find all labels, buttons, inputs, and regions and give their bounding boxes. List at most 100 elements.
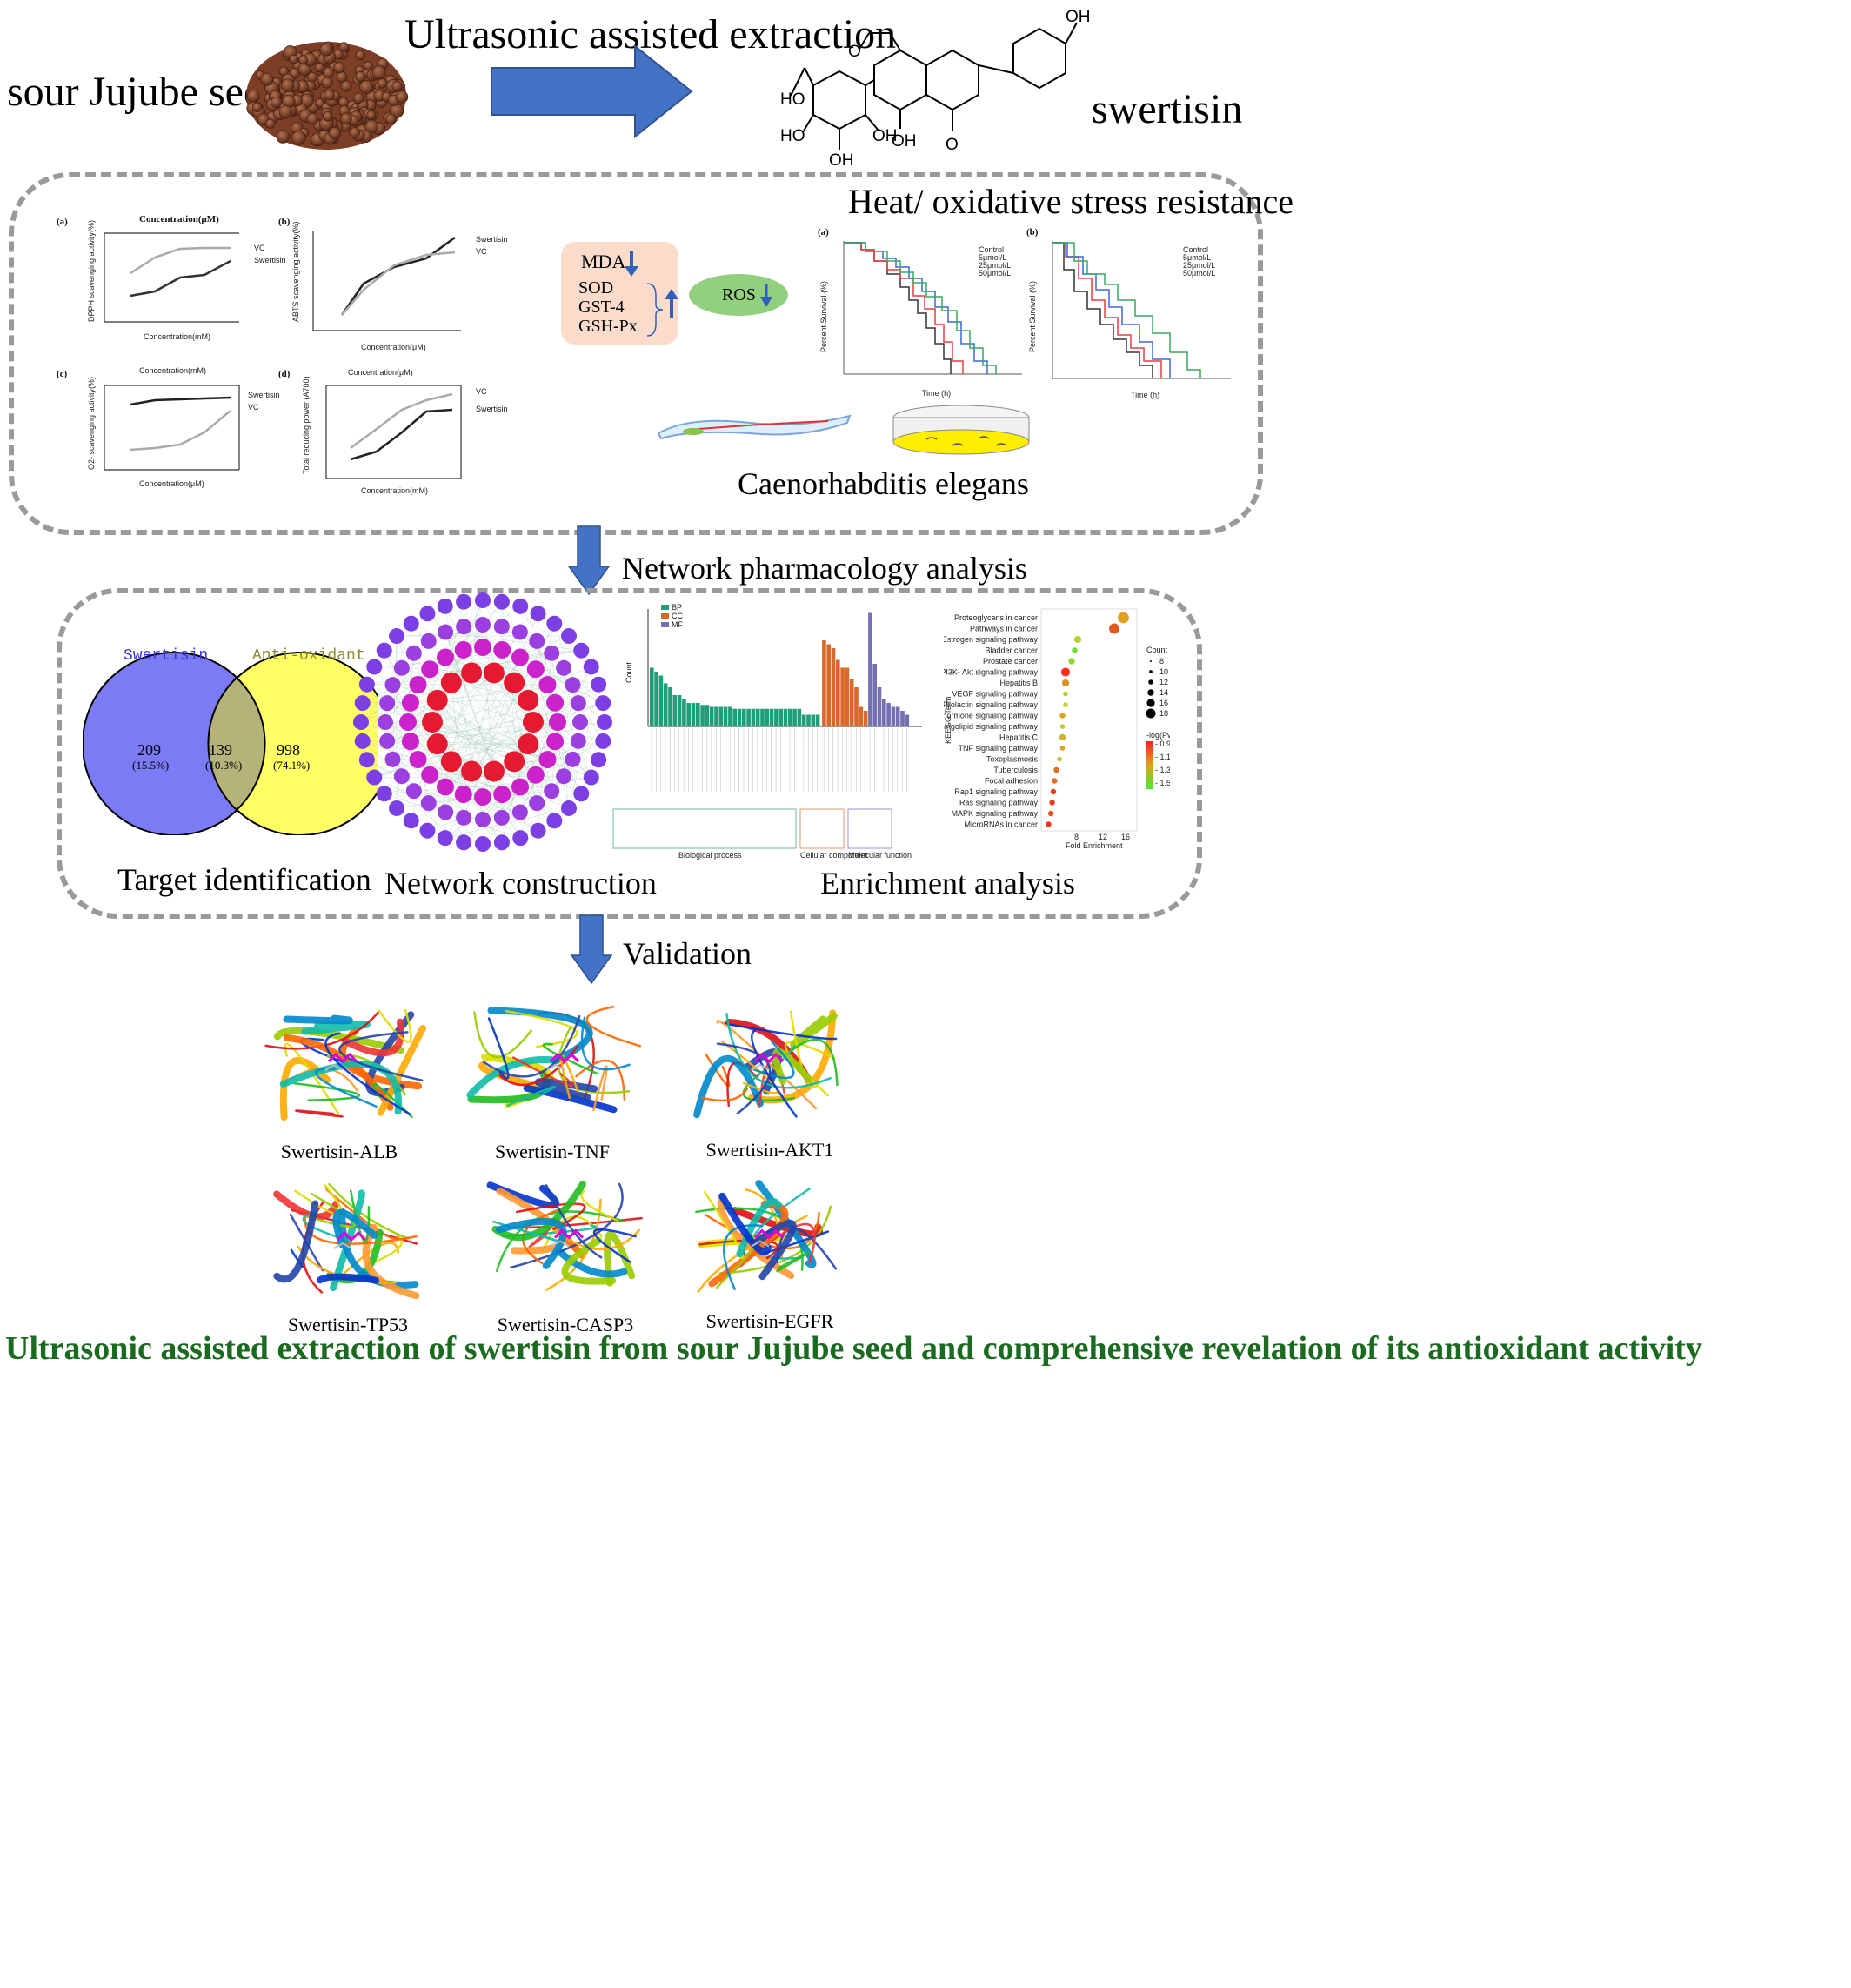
svg-text:5μmol/L: 5μmol/L (1183, 253, 1211, 262)
svg-text:O: O (848, 43, 861, 61)
svg-text:MicroRNAs in cancer: MicroRNAs in cancer (964, 820, 1038, 829)
svg-text:-log(Pvalue): -log(Pvalue) (1146, 731, 1170, 740)
svg-text:OH: OH (872, 127, 898, 145)
o2-vc-line (130, 410, 231, 452)
network-caption: Network construction (384, 866, 657, 900)
dpph-vc-line (130, 246, 231, 275)
seed-label: sour Jujube seed (7, 69, 284, 115)
swertisin-structure: OH O O OH HO HO OH OH (778, 0, 1100, 170)
surv-50-line (844, 242, 997, 374)
worm-illustration (654, 407, 854, 455)
rp-vc-line (350, 392, 453, 450)
jujube-seed-image (239, 13, 413, 157)
docking-tnf (452, 987, 670, 1140)
svg-text:OH: OH (1066, 8, 1091, 26)
svg-text:Count: Count (1146, 646, 1168, 654)
svg-text:(a): (a) (57, 217, 68, 227)
extraction-arrow (487, 44, 696, 144)
venn-right-name: Anti-oxidant (252, 647, 365, 665)
venn-left-count: 209 (137, 741, 161, 759)
process-label: Ultrasonic assisted extraction (404, 11, 897, 57)
svg-text:VC: VC (254, 244, 265, 252)
svg-text:(d): (d) (278, 369, 291, 379)
kegg-bubble-chart: KEEGG Term Fold Enrichment Proteoglycans… (914, 605, 1189, 857)
antioxidant-up-arrow-icon (663, 289, 680, 325)
svg-text:VEGF signaling pathway: VEGF signaling pathway (952, 690, 1038, 699)
svg-text:Swertisin: Swertisin (476, 235, 508, 244)
docking-label-tnf: Swertisin-TNF (495, 1141, 610, 1162)
ros-label: ROS (722, 285, 756, 305)
svg-text:Molecular function: Molecular function (848, 851, 912, 860)
target-caption: Target identification (117, 862, 371, 897)
docking-label-alb: Swertisin-ALB (280, 1141, 398, 1162)
svg-text:HO: HO (780, 90, 805, 109)
docking-alb (235, 987, 444, 1140)
o2-swertisin-line (130, 396, 231, 406)
svg-text:Prolactin signaling pathway: Prolactin signaling pathway (944, 700, 1038, 709)
venn-left-name: Swertisin (124, 647, 209, 665)
svg-text:16: 16 (1121, 833, 1130, 841)
svg-text:- 1.5: - 1.5 (1155, 779, 1170, 787)
docking-tp53 (257, 1166, 439, 1318)
enrichment-caption: Enrichment analysis (820, 866, 1075, 900)
svg-text:OH: OH (892, 132, 917, 151)
petri-dish (892, 400, 1031, 461)
svg-text:Thyroid hormone signaling path: Thyroid hormone signaling pathway (944, 712, 1038, 720)
svg-text:25μmol/L: 25μmol/L (1183, 261, 1215, 270)
chart-survival-heat: (a) Control 5μmol/L 25μmol/L 50μmol/L Ti… (813, 222, 1026, 405)
venn-left-pct: (15.5%) (132, 759, 170, 772)
chart-abts: (b) Swertisin VC Concentration(μM) ABTS … (274, 209, 526, 361)
svg-text:Concentration(mM): Concentration(mM) (139, 366, 206, 375)
dpph-axes (104, 232, 239, 323)
svg-text:Cellular component: Cellular component (800, 851, 868, 860)
svg-text:10: 10 (1159, 667, 1168, 676)
svg-text:Hepatitis C: Hepatitis C (999, 733, 1039, 742)
svg-text:DPPH scavenging activity(%): DPPH scavenging activity(%) (87, 220, 96, 322)
antioxidant-panel (9, 172, 1263, 535)
chart-superoxide: (c) Concentration(mM) Swertisin VC Conce… (52, 361, 287, 505)
svg-text:Proteoglycans in cancer: Proteoglycans in cancer (954, 613, 1038, 622)
svg-text:Toxoplasmosis: Toxoplasmosis (986, 755, 1039, 764)
svg-text:- 1.1: - 1.1 (1155, 753, 1170, 761)
svg-text:O2- scavenging activity(%): O2- scavenging activity(%) (87, 377, 96, 470)
sod-label: SOD (578, 278, 614, 298)
chart-dpph: (a) Concentration(μM) VC Swertisin Conce… (52, 209, 287, 352)
svg-text:BP: BP (672, 603, 682, 612)
svg-text:CC: CC (672, 612, 683, 620)
abts-vc-line (341, 251, 456, 316)
svg-text:Biological process: Biological process (678, 851, 742, 860)
docking-egfr (674, 1166, 857, 1314)
svg-text:- 0.9: - 0.9 (1155, 740, 1170, 748)
svg-text:(c): (c) (57, 369, 68, 379)
chart-reducing-power: (d) Concentration(μM) VC Swertisin Conce… (274, 361, 526, 505)
svg-text:Swertisin: Swertisin (476, 405, 508, 413)
svg-text:OH: OH (829, 151, 854, 170)
svg-text:Prostate cancer: Prostate cancer (983, 657, 1038, 666)
docking-akt1 (674, 987, 857, 1140)
network-label: Network pharmacology analysis (622, 551, 1027, 586)
biomarker-box (561, 242, 678, 345)
svg-text:VC: VC (476, 247, 487, 256)
footer-title: Ultrasonic assisted extraction of swerti… (5, 1330, 1702, 1367)
docking-casp3 (470, 1166, 661, 1314)
svg-text:Bladder cancer: Bladder cancer (985, 646, 1038, 655)
mda-label: MDA (581, 251, 626, 272)
rp-swertisin-line (350, 408, 453, 461)
svg-text:- 1.3: - 1.3 (1155, 766, 1170, 774)
brace-icon (644, 282, 670, 342)
svg-text:Concentration(mM): Concentration(mM) (361, 486, 428, 495)
svg-text:Hepatitis B: Hepatitis B (999, 679, 1038, 687)
surv-5-line (844, 242, 964, 374)
ros-ellipse (689, 274, 788, 316)
svg-text:50μmol/L: 50μmol/L (1183, 269, 1215, 278)
svg-text:25μmol/L: 25μmol/L (979, 261, 1011, 270)
svg-text:50μmol/L: 50μmol/L (979, 269, 1011, 278)
svg-text:VC: VC (476, 387, 487, 396)
compound-label: swertisin (1092, 86, 1243, 132)
svg-text:5μmol/L: 5μmol/L (979, 253, 1006, 262)
svg-text:8: 8 (1074, 833, 1079, 841)
gsh-label: GSH-Px (578, 317, 638, 336)
surv-25-line (844, 242, 988, 374)
svg-text:14: 14 (1159, 688, 1168, 697)
svg-text:Count: Count (625, 661, 633, 683)
